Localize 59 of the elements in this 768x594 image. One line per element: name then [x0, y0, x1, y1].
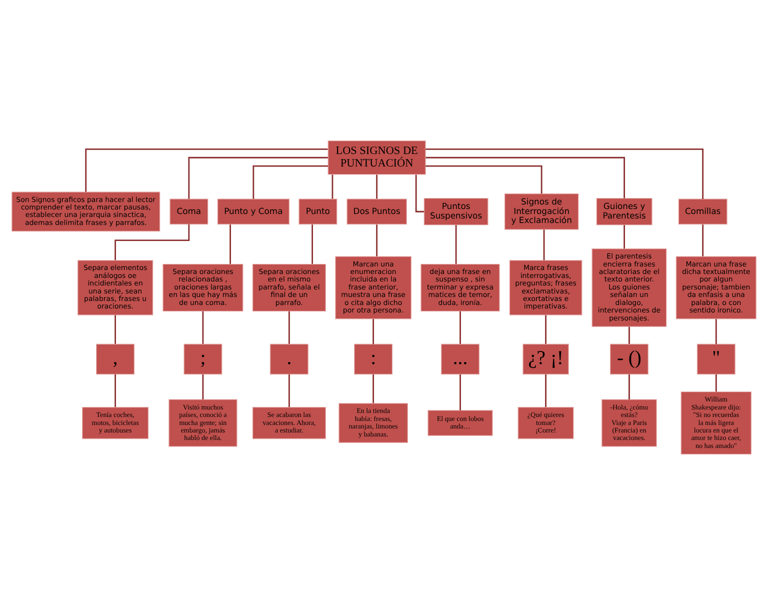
connector [372, 374, 374, 403]
connector [415, 174, 424, 212]
node-box: LOS SIGNOS DE PUNTUACIÓN [328, 140, 426, 174]
node-box: Signos de Interrogación y Exclamación [504, 192, 579, 230]
connector [114, 224, 190, 260]
node-box: ... [440, 343, 480, 374]
connector [628, 326, 630, 344]
connector [252, 164, 328, 198]
node-box: Comillas [678, 198, 728, 224]
node-box: Coma [170, 198, 208, 224]
node-box: ; [184, 343, 222, 374]
node-box: Marcan una frase dicha textualmente por algun personaje; tambien da enfasis a una palabra, o con sentido ironico. [676, 256, 756, 319]
node-box: : [354, 343, 393, 374]
connector [715, 374, 717, 392]
connector [202, 374, 204, 399]
node-box: . [270, 343, 308, 374]
node-box: " [696, 343, 736, 374]
connector [288, 310, 290, 344]
node-box: Punto y Coma [217, 198, 290, 224]
node-box: Son Signos graficos para hacer al lector comprender el texto, marcar pausas, establecer una jerarquia sinactica, ademas delimita frases y parrafos. [12, 191, 160, 232]
node-box: Dos Puntos [346, 198, 407, 224]
node-box: Separa elementos análogos oe incidientales en una serie, sean palabras, frases u oraciones. [77, 259, 154, 315]
connector [376, 174, 378, 198]
connector [715, 318, 717, 344]
connector [230, 224, 231, 264]
connector [188, 156, 328, 198]
connector [460, 310, 461, 344]
node-box: Marca frases interrogativas, preguntas; frases exclamativas, exortativas e imperativas. [509, 259, 582, 315]
connector [628, 374, 630, 399]
connector [426, 148, 704, 198]
connector [426, 156, 625, 198]
connector [702, 224, 704, 256]
connector [460, 374, 461, 410]
connector [545, 374, 546, 407]
node-box: Separa oraciones en el mismo parrafo, señala el final de un parrafo. [252, 263, 326, 312]
node-box: Guiones y Parentesis [596, 197, 652, 225]
node-box: , [96, 343, 135, 374]
node-box: Punto [298, 198, 338, 224]
connector [376, 224, 378, 256]
connector [114, 374, 116, 407]
node-box: ¿? ¡! [522, 343, 569, 374]
node-box: Marcan una enumeracion incluida en la frase anterior, muestra una frase o cita algo dicho por otra persona. [335, 256, 412, 319]
node-box: Separa oraciones relacionadas , oraciones largas en las que hay más de una coma. [162, 263, 244, 312]
connector [288, 374, 290, 407]
node-box: Puntos Suspensivos [424, 197, 488, 225]
node-box: El parentesis encierra frases aclaratorias de el texto anterior. Los guiones señalan un dialogo, intervenciones de personajes. [592, 248, 667, 326]
connector [202, 310, 204, 344]
connector [114, 314, 116, 344]
connector [312, 224, 314, 264]
connector [332, 174, 334, 198]
connector [543, 229, 545, 260]
connector [545, 314, 546, 344]
connector [85, 148, 328, 192]
connector [372, 318, 374, 344]
connector [624, 224, 625, 248]
node-box: - () [610, 343, 648, 374]
connector [455, 224, 457, 264]
connector [426, 164, 542, 194]
node-box: deja una frase en suspenso , sin terminar y expresa matices de temor, duda, ironía. [420, 263, 500, 312]
